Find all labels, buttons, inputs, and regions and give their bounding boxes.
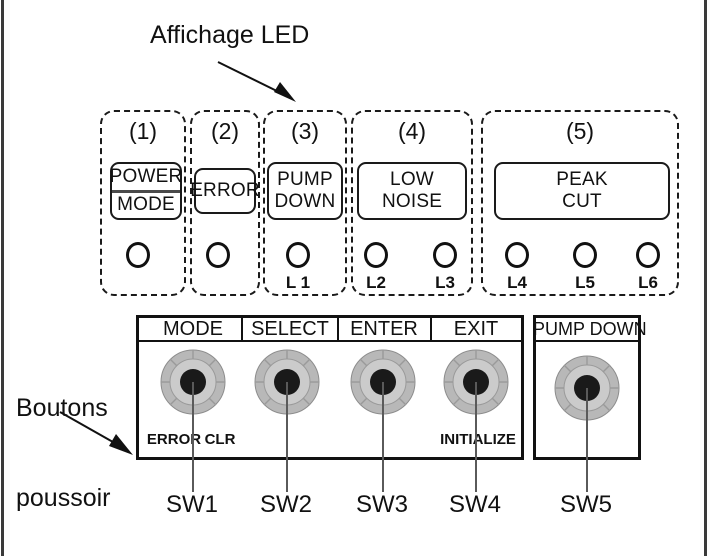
button-sublabel-initialize: INITIALIZE xyxy=(440,431,516,448)
callout-push-buttons-line2: poussoir xyxy=(16,484,111,512)
button-title-exit: EXIT xyxy=(453,318,499,340)
push-button-panel-header-rule xyxy=(139,340,521,342)
led-lamp-l3-label: L3 xyxy=(435,273,455,292)
led-arrow-head xyxy=(274,82,296,102)
led-plate-power-text: POWER xyxy=(109,165,183,187)
led-group-3-number: (3) xyxy=(290,118,320,144)
led-plate-peak-cut: PEAK CUT xyxy=(494,162,670,220)
button-title-mode: MODE xyxy=(163,318,223,340)
button-title-select: SELECT xyxy=(251,318,329,340)
led-group-2-number: (2) xyxy=(210,118,240,144)
led-group-3-box xyxy=(263,110,347,296)
led-lamp-error xyxy=(206,242,230,268)
led-plate-error-text: ERROR xyxy=(190,180,260,201)
led-group-5-number: (5) xyxy=(565,118,595,144)
led-lamp-l2-label: L2 xyxy=(366,273,386,292)
callout-push-buttons-line1: Boutons xyxy=(16,394,108,422)
led-plate-error: ERROR xyxy=(190,168,260,214)
header-divider-3 xyxy=(430,318,432,340)
sw-label-sw4: SW4 xyxy=(448,491,501,518)
sw-label-sw2: SW2 xyxy=(259,491,312,518)
led-plate-noise-text: NOISE xyxy=(381,191,443,212)
led-group-5-box xyxy=(481,110,679,296)
pump-down-header-rule xyxy=(536,340,638,342)
button-title-enter: ENTER xyxy=(350,318,418,340)
led-lamp-l4 xyxy=(505,242,529,268)
leader-line-sw1 xyxy=(192,382,194,492)
sw-label-sw1: SW1 xyxy=(165,491,218,518)
header-divider-2 xyxy=(337,318,339,340)
buttons-arrow-shaft xyxy=(59,411,121,447)
led-lamp-l6-label: L6 xyxy=(638,273,658,292)
page-frame-left-rule xyxy=(1,0,4,556)
led-plate-mode-half: MODE xyxy=(112,193,180,219)
led-plate-down-text: DOWN xyxy=(274,191,336,212)
led-plate-mode-text: MODE xyxy=(117,194,175,216)
led-lamp-l1 xyxy=(286,242,310,268)
leader-line-sw4 xyxy=(475,382,477,492)
callout-push-buttons: Boutons poussoir xyxy=(16,333,111,556)
led-lamp-l3 xyxy=(433,242,457,268)
leader-line-sw5 xyxy=(586,388,588,492)
led-plate-peak-text: PEAK xyxy=(556,169,608,190)
led-lamp-l1-label: L 1 xyxy=(285,273,311,292)
led-group-4-box xyxy=(351,110,473,296)
led-plate-pump-text: PUMP xyxy=(277,169,333,190)
button-title-pump-down: PUMP DOWN xyxy=(533,319,647,339)
led-group-2-box xyxy=(190,110,260,296)
leader-line-sw2 xyxy=(286,382,288,492)
page-frame-right-rule xyxy=(704,0,707,556)
led-plate-pump-down: PUMP DOWN xyxy=(267,162,343,220)
led-group-4-number: (4) xyxy=(397,118,427,144)
led-lamp-l6 xyxy=(636,242,660,268)
led-plate-low-noise: LOW NOISE xyxy=(357,162,467,220)
buttons-arrow-head xyxy=(109,434,133,455)
button-sublabel-error: ERROR xyxy=(146,431,202,448)
led-group-1-box xyxy=(100,110,186,296)
led-plate-cut-text: CUT xyxy=(562,191,602,212)
led-lamp-l5 xyxy=(573,242,597,268)
led-lamp-l2 xyxy=(364,242,388,268)
callout-led-display: Affichage LED xyxy=(150,21,310,49)
led-group-1-number: (1) xyxy=(128,118,158,144)
sw-label-sw3: SW3 xyxy=(355,491,408,518)
leader-line-sw3 xyxy=(382,382,384,492)
header-divider-1 xyxy=(241,318,243,340)
led-lamp-power-mode xyxy=(126,242,150,268)
button-sublabel-clr: CLR xyxy=(204,431,236,448)
led-plate-power-half: POWER xyxy=(109,164,183,193)
led-lamp-l5-label: L5 xyxy=(575,273,595,292)
led-plate-power-mode: POWER MODE xyxy=(110,162,182,220)
led-plate-low-text: LOW xyxy=(390,169,434,190)
led-lamp-l4-label: L4 xyxy=(507,273,527,292)
sw-label-sw5: SW5 xyxy=(559,491,612,518)
